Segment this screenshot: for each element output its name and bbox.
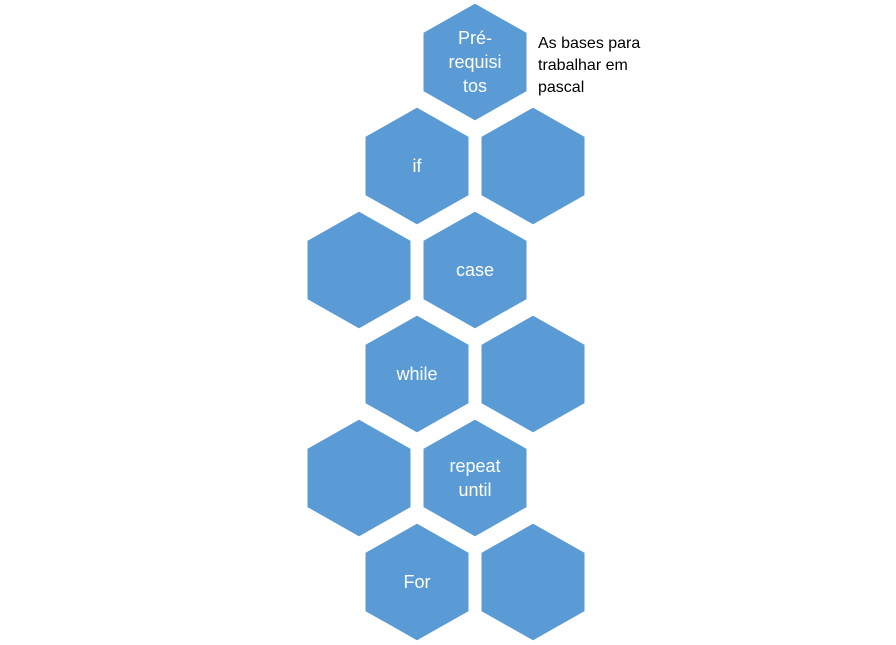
hexagon-while-companion (478, 312, 588, 436)
side-note-line: As bases para (538, 35, 641, 52)
hexagon-shape (478, 520, 588, 644)
hexagon-case-companion (304, 208, 414, 332)
side-note-line: trabalhar em (538, 57, 628, 74)
hexagon-shape (420, 416, 530, 540)
hexagon-label: until (458, 480, 491, 500)
hexagon-shape (478, 312, 588, 436)
hexagon-shape (304, 208, 414, 332)
hexagon-label: if (413, 156, 423, 176)
hexagon-for-companion (478, 520, 588, 644)
hexagon-pre-requisitos: Pré-requisi tos (420, 0, 530, 124)
hexagon-shape (420, 208, 530, 332)
side-note-line: pascal (538, 79, 585, 96)
hexagon-shape (420, 0, 530, 124)
side-note: As bases para trabalhar em pascal (538, 33, 688, 99)
hexagon-while: while (362, 312, 472, 436)
hexagon-repeat-until: repeat until (420, 416, 530, 540)
hexagon-shape (362, 312, 472, 436)
hexagon-for: For (362, 520, 472, 644)
hexagon-shape (362, 104, 472, 228)
hexagon-label: requisi (448, 52, 501, 72)
hexagon-repeat-companion (304, 416, 414, 540)
hexagon-label: tos (463, 76, 487, 96)
hexagon-shape (304, 416, 414, 540)
hexagon-label: case (456, 260, 494, 280)
hexagon-case: case (420, 208, 530, 332)
hexagon-shape (478, 104, 588, 228)
hexagon-label: Pré- (458, 28, 492, 48)
hexagon-label: For (404, 572, 431, 592)
hexagon-if: if (362, 104, 472, 228)
hexagon-shape (362, 520, 472, 644)
hexagon-label: repeat (449, 456, 500, 476)
hexagon-label: while (395, 364, 437, 384)
hexagon-if-companion (478, 104, 588, 228)
